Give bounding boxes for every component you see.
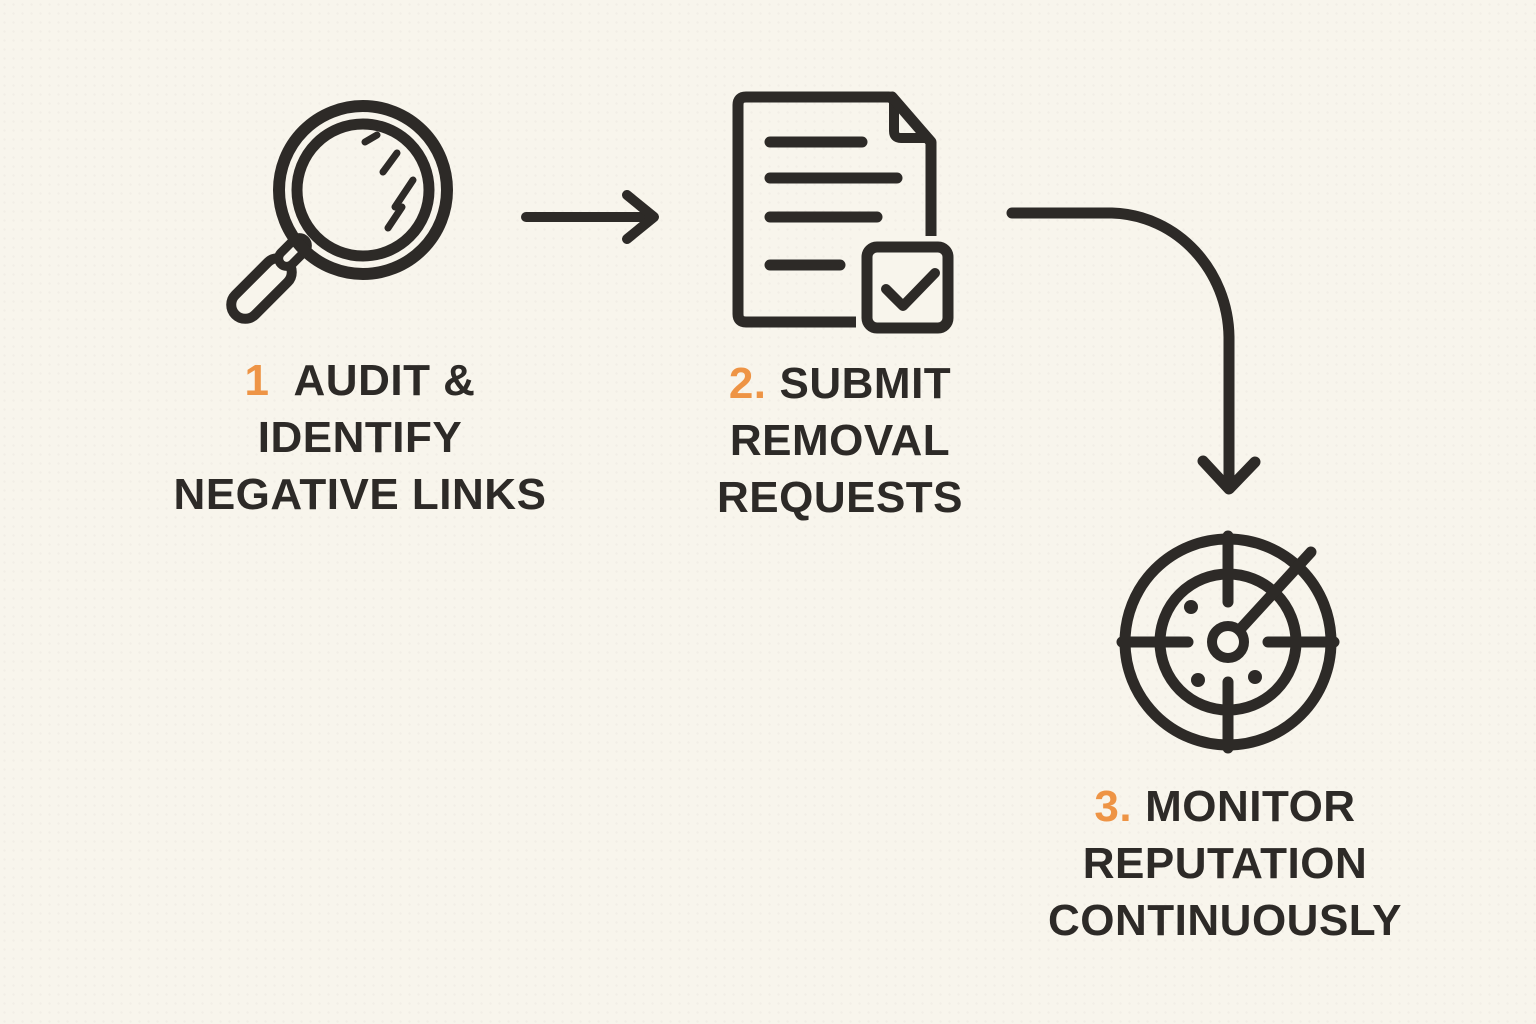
step-1-label: 1 AUDIT & IDENTIFY NEGATIVE LINKS xyxy=(130,352,590,523)
step-2-title-line: SUBMIT xyxy=(779,359,952,408)
step-2-line-1: 2.SUBMIT xyxy=(640,355,1040,412)
step-2-number: 2. xyxy=(728,359,767,408)
step-1-title-line: AUDIT & xyxy=(293,356,476,405)
document-check-icon xyxy=(732,91,957,337)
step-3-label: 3.MONITOR REPUTATION CONTINUOUSLY xyxy=(1000,778,1450,949)
step-1-line-2: IDENTIFY xyxy=(257,413,463,462)
step-2-line-3: REQUESTS xyxy=(716,473,964,522)
step-3-line-2: REPUTATION xyxy=(1082,839,1368,888)
step-1-number: 1 xyxy=(244,356,270,405)
step-3-number: 3. xyxy=(1094,782,1133,831)
step-2-line-2: REMOVAL xyxy=(729,416,951,465)
step-3-title-line: MONITOR xyxy=(1145,782,1356,831)
step-1-line-3: NEGATIVE LINKS xyxy=(173,470,547,519)
straight-right-arrow-icon xyxy=(521,190,659,244)
step-3-line-1: 3.MONITOR xyxy=(1000,778,1450,835)
radar-monitor-icon xyxy=(1116,530,1340,754)
step-3-line-3: CONTINUOUSLY xyxy=(1048,896,1402,945)
magnifying-glass-icon xyxy=(226,100,453,324)
step-2-label: 2.SUBMIT REMOVAL REQUESTS xyxy=(640,355,1040,526)
step-1-line-1: 1 AUDIT & xyxy=(130,352,590,409)
curved-down-arrow-icon xyxy=(1006,207,1261,495)
